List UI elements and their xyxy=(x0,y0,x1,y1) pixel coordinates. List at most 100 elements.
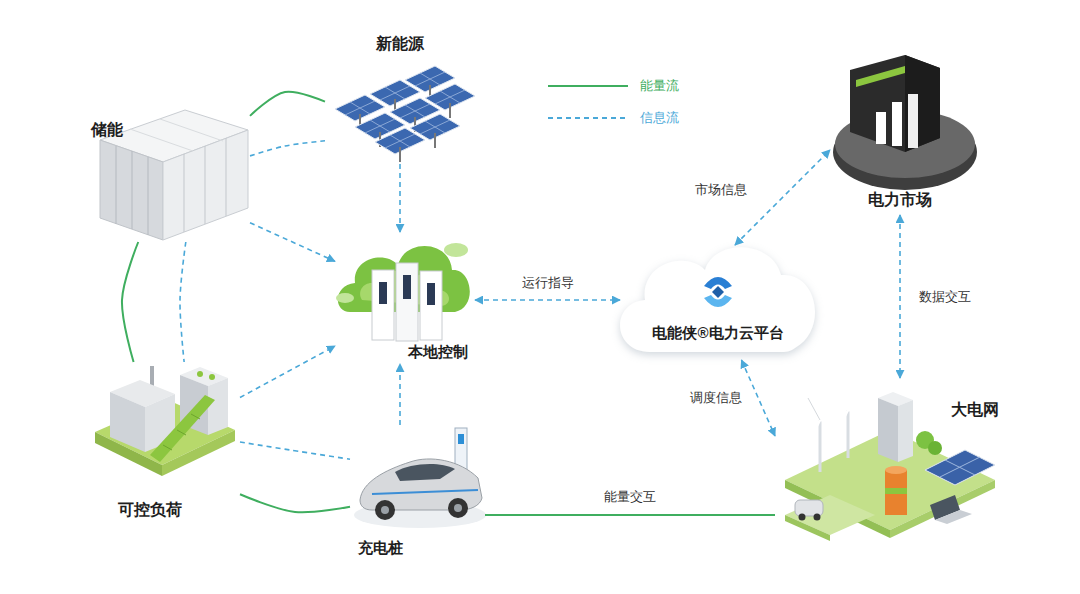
factory-building-part xyxy=(110,392,145,452)
info-flow-arrow xyxy=(899,215,901,378)
local-control-cloud-part xyxy=(379,282,387,304)
edge-label: 市场信息 xyxy=(695,182,747,198)
node-label: 充电桩 xyxy=(358,538,403,558)
power-grid-scene-part xyxy=(885,488,907,494)
local-control-cloud-part xyxy=(396,263,418,341)
market-building-part xyxy=(876,112,886,144)
node-label: 储能 xyxy=(91,120,123,140)
ev-charging-part xyxy=(448,498,468,518)
solar-array-part xyxy=(425,84,475,118)
energy-flow-line xyxy=(122,242,138,362)
factory-building-part xyxy=(191,414,200,419)
energy-flow-line xyxy=(250,92,325,116)
energy-flow-line xyxy=(485,514,775,516)
legend-line-sample xyxy=(548,108,630,128)
info-flow-arrow xyxy=(399,364,401,425)
legend-row: 信息流 xyxy=(548,108,708,128)
node-label: 电力市场 xyxy=(868,190,932,210)
local-control-cloud-part xyxy=(420,271,442,340)
edge-label: 数据交互 xyxy=(919,289,971,305)
solar-array-part xyxy=(375,128,425,162)
local-control-node: 本地控制 xyxy=(335,232,475,364)
factory-building-part xyxy=(208,378,228,435)
legend-line xyxy=(548,85,628,87)
node-label: 新能源 xyxy=(376,34,424,54)
storage-container-part xyxy=(184,154,185,232)
power-grid-scene-part xyxy=(935,510,972,524)
legend-label: 能量流 xyxy=(640,76,679,96)
storage-container-part xyxy=(100,140,163,240)
factory-building-part xyxy=(197,371,203,377)
power-grid-scene-part xyxy=(838,390,848,410)
ev-charging xyxy=(354,428,486,528)
storage-node: 储能 xyxy=(85,110,250,242)
legend-line xyxy=(548,117,628,119)
storage-container-part xyxy=(160,119,223,141)
node-label: 电能侠®电力云平台 xyxy=(652,323,783,343)
market-building xyxy=(833,55,977,190)
solar-array-part xyxy=(410,114,460,148)
energy-source-node: 新能源 xyxy=(325,32,475,164)
storage-container-part xyxy=(226,138,227,216)
local-control-cloud xyxy=(336,243,470,341)
factory-building-part xyxy=(177,430,186,435)
storage-container-part xyxy=(130,129,193,151)
local-control-cloud-part xyxy=(372,270,394,340)
local-control-cloud-part xyxy=(403,275,411,299)
ev-charging-part xyxy=(395,464,455,481)
load-node: 可控负荷 xyxy=(90,362,240,525)
power-grid-scene-part xyxy=(885,466,907,474)
power-grid-scene-part xyxy=(819,420,822,472)
info-flow-arrow xyxy=(240,442,350,459)
power-grid-scene-part xyxy=(810,420,820,440)
power-grid-scene-part xyxy=(839,410,848,428)
market-building-part xyxy=(892,102,902,146)
info-flow-arrow xyxy=(475,299,620,301)
ev-charging-part xyxy=(372,490,478,494)
edge-label: 能量交互 xyxy=(604,489,656,505)
factory-building-part xyxy=(209,374,215,380)
ev-charging-part xyxy=(454,504,462,512)
market-building-part xyxy=(905,55,940,152)
cloud-platform-shape xyxy=(620,247,815,352)
legend-row: 能量流 xyxy=(548,76,708,96)
market-node: 电力市场 xyxy=(830,50,980,215)
factory-building-part xyxy=(163,445,172,450)
factory-building xyxy=(95,366,235,476)
legend-line-sample xyxy=(548,76,630,96)
power-grid-scene-part xyxy=(878,398,898,462)
storage-container-part xyxy=(148,157,149,235)
info-flow-arrow xyxy=(399,164,401,232)
node-label: 可控负荷 xyxy=(118,500,182,520)
cloud-platform-shape-part xyxy=(712,286,724,298)
power-grid-scene-part xyxy=(898,400,913,462)
factory-building-part xyxy=(150,395,215,462)
edge-label: 调度信息 xyxy=(690,390,742,406)
power-grid-scene-part xyxy=(820,420,842,422)
info-flow-arrow xyxy=(741,360,775,436)
grid-node: 大电网 xyxy=(775,378,1003,555)
local-control-cloud-part xyxy=(427,283,435,305)
cloud-platform-shape-part xyxy=(620,247,815,352)
energy-flow-line xyxy=(240,494,350,512)
info-flow-arrow xyxy=(240,346,335,397)
power-grid-scene-part xyxy=(885,470,907,515)
power-grid-scene-part xyxy=(808,398,820,420)
info-flow-arrow xyxy=(250,141,325,156)
power-grid-scene-part xyxy=(785,495,875,535)
power-grid-scene-part xyxy=(799,514,806,521)
edge-label: 运行指导 xyxy=(522,275,574,291)
storage-container-part xyxy=(132,151,133,229)
cloud-platform-node: 电能侠®电力云平台 xyxy=(620,245,815,360)
power-grid-scene-part xyxy=(848,410,868,412)
solar-array xyxy=(335,66,475,162)
power-grid-scene-part xyxy=(814,514,821,521)
ev-charging-part xyxy=(458,434,464,444)
info-flow-arrow xyxy=(735,150,830,245)
power-grid-scene-part xyxy=(785,515,830,541)
info-flow-arrow xyxy=(180,242,186,362)
power-grid-scene-part xyxy=(847,410,850,458)
power-grid-scene-part xyxy=(795,500,823,516)
info-flow-arrow xyxy=(250,223,335,262)
